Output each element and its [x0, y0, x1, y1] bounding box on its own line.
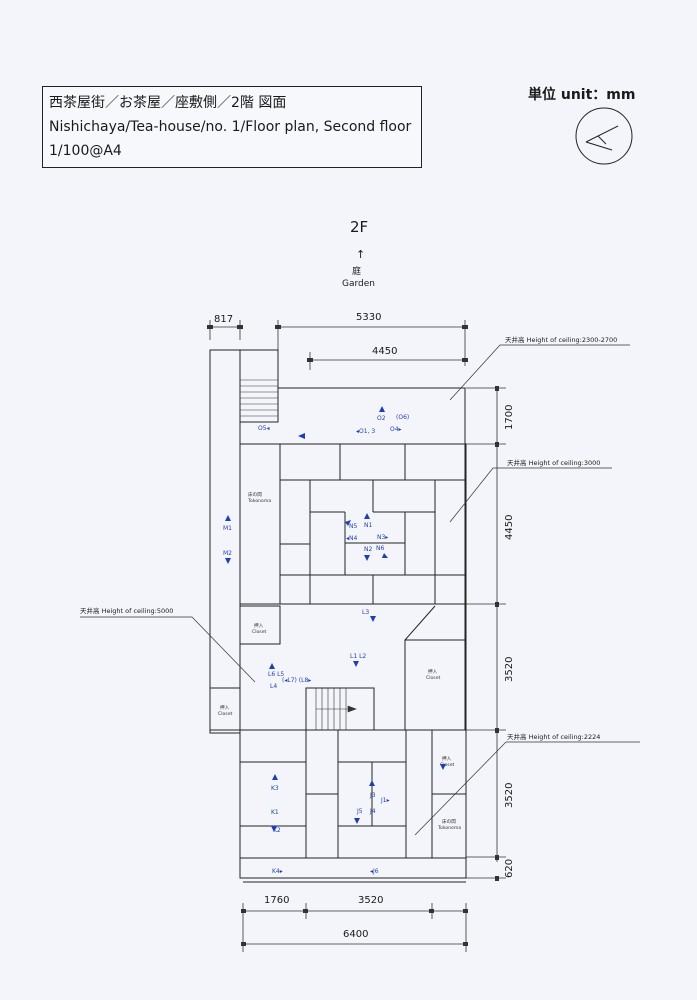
closet-label-jp-1: 押入 — [254, 622, 264, 629]
walls — [209, 349, 467, 883]
marker-j6: ◂J6 — [370, 868, 379, 875]
marker-j3: J3 — [369, 792, 376, 799]
tokonoma-label-jp-2: 床の間 — [442, 818, 456, 825]
unit-label: 単位 unit：mm — [528, 87, 636, 103]
marker-o13: ◂O1, 3 — [356, 428, 375, 435]
ceiling-note-4: 天井高 Height of ceiling:2224 — [507, 732, 600, 741]
marker-k2: K2 — [273, 827, 281, 834]
leader-lines — [80, 344, 640, 836]
dim-1760: 1760 — [264, 895, 289, 906]
dim-620: 620 — [504, 859, 515, 878]
marker-k4: K4▸ — [272, 868, 283, 875]
dim-4450-top: 4450 — [372, 346, 397, 357]
dim-3520-right-a: 3520 — [504, 657, 515, 682]
marker-l1-l2: L1 L2 — [350, 653, 366, 660]
drawing-scale: 1/100@A4 — [49, 143, 122, 159]
garden-label-en: Garden — [342, 279, 375, 289]
dim-3520-right-b: 3520 — [504, 783, 515, 808]
marker-n5: N5 — [349, 523, 357, 530]
marker-n3: N3▸ — [377, 534, 388, 541]
marker-k3: K3 — [271, 785, 279, 792]
tokonoma-label-en: Tokonoma — [247, 498, 271, 504]
marker-o6: (O6) — [396, 414, 409, 421]
ceiling-note-3: 天井高 Height of ceiling:5000 — [80, 606, 173, 615]
title-japanese: 西茶屋街／お茶屋／座敷側／2階 図面 — [49, 95, 287, 111]
view-markers: O2 (O6) ◂O1, 3 O4▸ O5◂ M1 M2 N5 N1 ◂N4 N… — [223, 406, 446, 875]
marker-n2: N2 — [364, 546, 372, 553]
marker-n6: N6 — [376, 545, 384, 552]
marker-m2: M2 — [223, 550, 232, 557]
marker-j5: J5 — [356, 808, 363, 815]
marker-n4: ◂N4 — [346, 535, 358, 542]
marker-l6-l5: L6 L5 — [268, 671, 284, 678]
dim-5330: 5330 — [356, 312, 381, 323]
marker-j4: J4 — [369, 808, 376, 815]
closet-label-jp-4: 押入 — [442, 755, 452, 762]
marker-m1: M1 — [223, 525, 232, 532]
marker-o4: O4▸ — [390, 426, 402, 433]
dim-1700: 1700 — [504, 405, 515, 430]
tokonoma-label-jp: 床の間 — [248, 491, 262, 498]
dim-4450-right: 4450 — [504, 515, 515, 540]
closet-label-en-1: Closet — [252, 629, 267, 635]
dim-6400: 6400 — [343, 929, 368, 940]
marker-n1: N1 — [364, 522, 372, 529]
marker-o2: O2 — [377, 415, 386, 422]
dim-817: 817 — [214, 314, 233, 325]
dimension-lines — [209, 320, 506, 952]
marker-l3: L3 — [362, 609, 369, 616]
closet-label-en-4: Closet — [440, 762, 455, 768]
ceiling-note-2: 天井高 Height of ceiling:3000 — [507, 458, 600, 467]
marker-j1: J1▸ — [380, 797, 390, 804]
tokonoma-label-en-2: Tokonoma — [437, 825, 461, 831]
closet-label-jp-3: 押入 — [428, 668, 438, 675]
dim-3520-bottom: 3520 — [358, 895, 383, 906]
closet-label-en-2: Closet — [218, 711, 233, 717]
stair-treads — [240, 379, 357, 730]
north-compass-icon — [575, 107, 633, 165]
closet-label-en-3: Closet — [426, 675, 441, 681]
garden-label-jp: 庭 — [352, 267, 362, 277]
ceiling-note-1: 天井高 Height of ceiling:2300-2700 — [505, 335, 617, 344]
title-box: 西茶屋街／お茶屋／座敷側／2階 図面 Nishichaya/Tea-house/… — [42, 86, 422, 168]
title-english: Nishichaya/Tea-house/no. 1/Floor plan, S… — [49, 119, 412, 135]
marker-l7-l8: (◂L7) (L8▸ — [282, 677, 311, 684]
garden-arrow: ↑ — [356, 248, 366, 261]
dimension-ticks — [207, 325, 499, 946]
marker-k1: K1 — [271, 809, 279, 816]
marker-l4: L4 — [270, 683, 277, 690]
marker-o5: O5◂ — [258, 425, 270, 432]
floor-label: 2F — [350, 218, 369, 236]
closet-label-jp-2: 押入 — [220, 704, 230, 711]
